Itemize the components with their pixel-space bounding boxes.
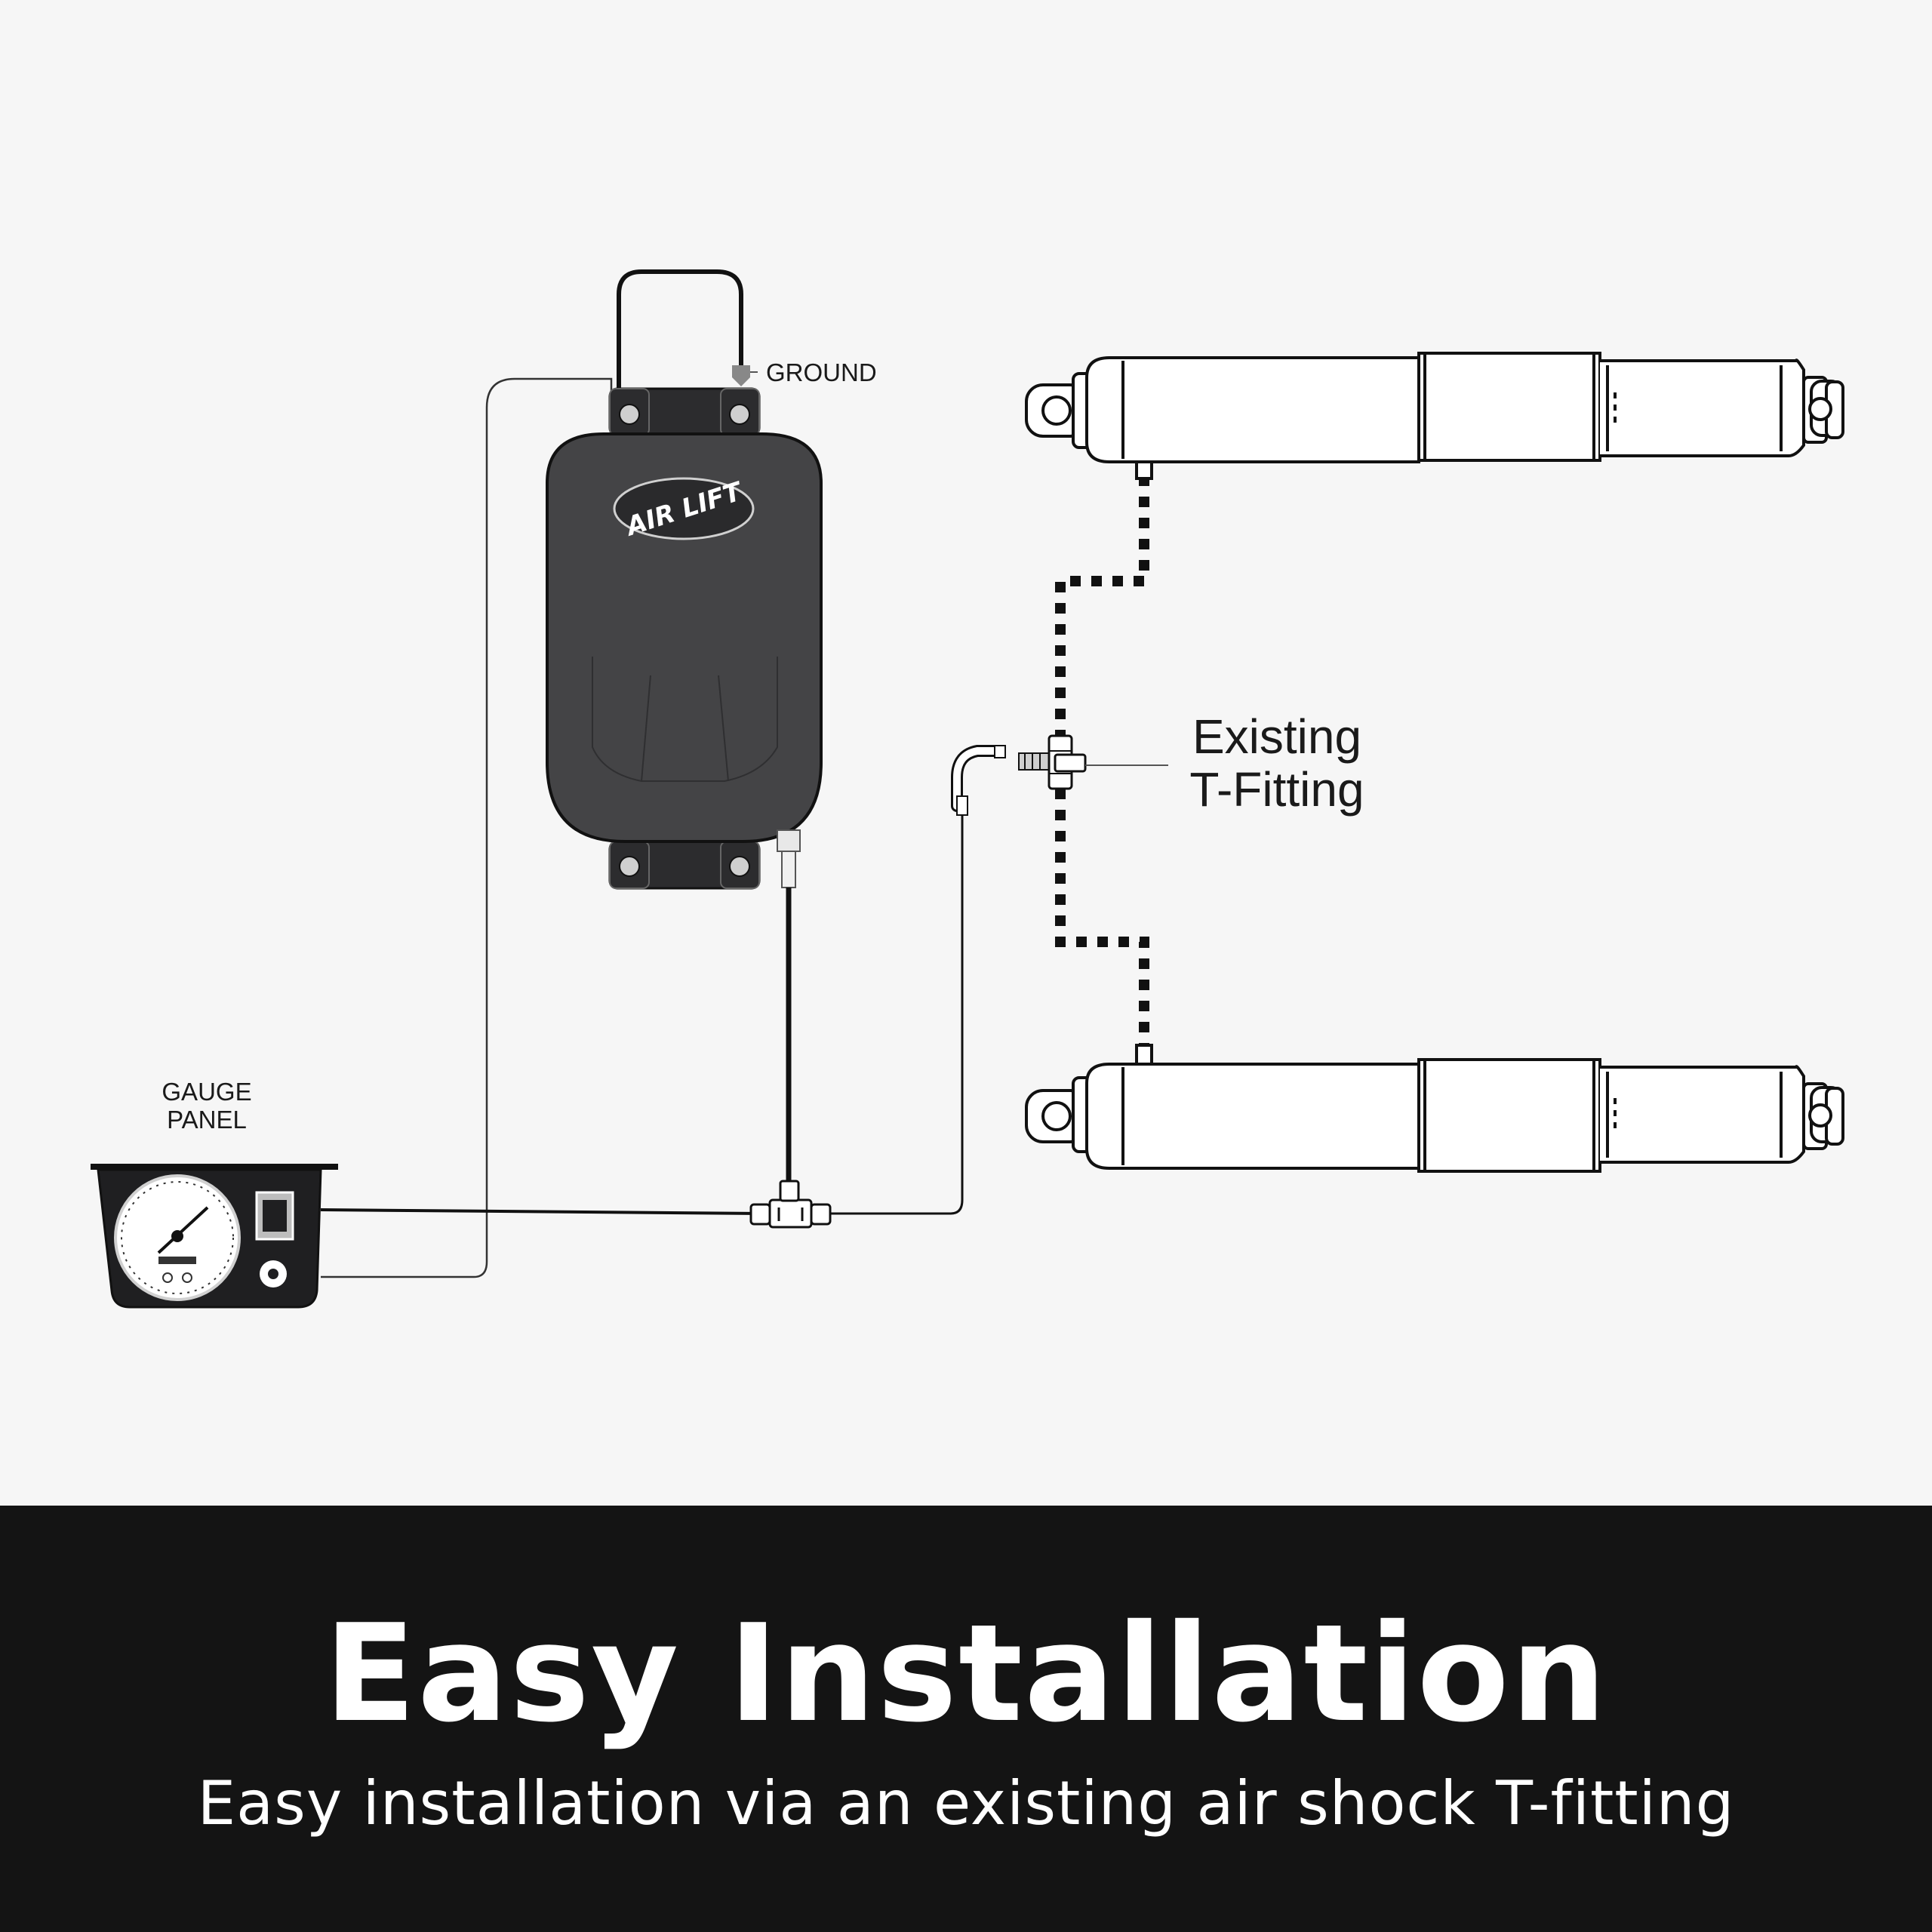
banner-title: Easy Installation	[324, 1595, 1608, 1752]
threaded-stem	[1018, 752, 1051, 771]
elbow-fitting	[951, 745, 1006, 816]
gauge-panel-top-flange	[91, 1164, 338, 1170]
air-shock-lower	[1025, 1044, 1844, 1173]
existing-air-line-upper	[1055, 475, 1149, 736]
existing-t-fitting	[1048, 734, 1087, 790]
bolt-icon	[729, 856, 750, 877]
power-wire	[321, 377, 613, 1278]
gauge-needle	[157, 1206, 209, 1254]
air-shock-upper	[1025, 352, 1844, 480]
bolt-icon	[619, 856, 640, 877]
bolt-icon	[619, 404, 640, 425]
compressor-body	[546, 432, 823, 843]
compressor: AIR LIFT	[546, 387, 823, 890]
air-lift-logo	[613, 477, 755, 540]
ground-terminal	[732, 365, 750, 386]
compressor-outlet-fitting	[777, 829, 801, 852]
title-banner	[0, 1506, 1932, 1932]
new-tee-fitting	[749, 1180, 832, 1229]
installation-diagram: GROUND AIR LIFT GAUGE PANEL	[91, 269, 1844, 1309]
tee-to-shock-air-line	[830, 815, 964, 1215]
banner-subtitle: Easy installation via an existing air sh…	[197, 1768, 1735, 1838]
bolt-icon	[729, 404, 750, 425]
gauge-panel-label-line2: PANEL	[167, 1106, 247, 1134]
existing-air-line-lower	[1055, 789, 1149, 1045]
gauge-panel-label-line1: GAUGE	[162, 1078, 251, 1106]
ground-label: GROUND	[766, 358, 877, 386]
existing-label-line2: T-Fitting	[1189, 762, 1364, 817]
existing-label-line1: Existing	[1192, 709, 1361, 764]
ground-loop-wire	[617, 269, 743, 392]
gauge-panel: GAUGE PANEL	[91, 1078, 338, 1309]
gauge-air-line	[320, 1208, 763, 1215]
